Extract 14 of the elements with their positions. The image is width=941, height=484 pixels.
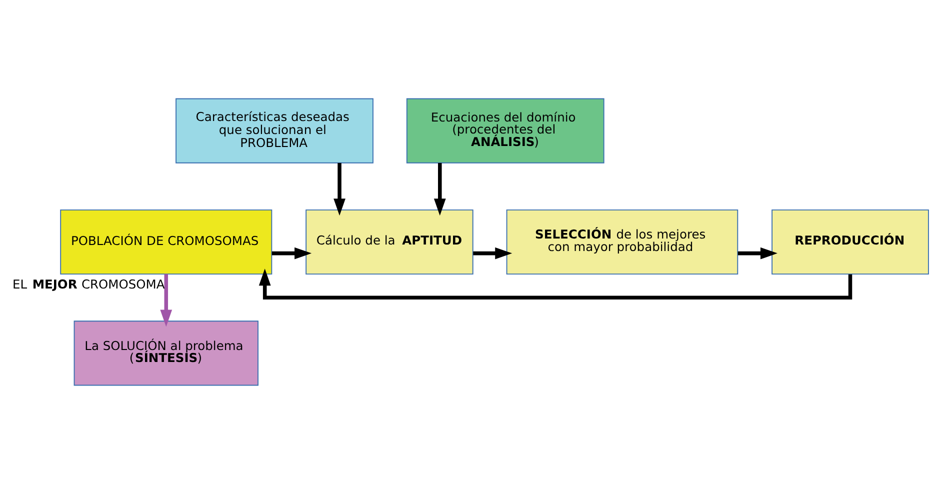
- node-box: Cálculo de la APTITUD: [306, 210, 474, 275]
- arrow: [334, 162, 346, 216]
- arrow: [160, 274, 172, 327]
- arrow: [473, 247, 512, 260]
- arrow: [738, 247, 778, 260]
- edge-label: EL MEJOR CROMOSOMA: [12, 278, 165, 292]
- arrow: [434, 162, 446, 216]
- node-box: REPRODUCCIÓN: [772, 210, 929, 275]
- node-box: Ecuaciones del domínio (procedentes del ANÁLISIS): [406, 98, 604, 164]
- node-box: La SOLUCIÓN al problema (SÍNTESIS): [74, 320, 258, 386]
- arrow: [272, 247, 312, 260]
- node-box: Características deseadas que solucionan el PROBLEMA: [176, 98, 374, 164]
- node-box: POBLACIÓN DE CROMOSOMAS: [60, 210, 272, 275]
- node-box: SELECCIÓN de los mejores con mayor probabilidad: [506, 210, 738, 275]
